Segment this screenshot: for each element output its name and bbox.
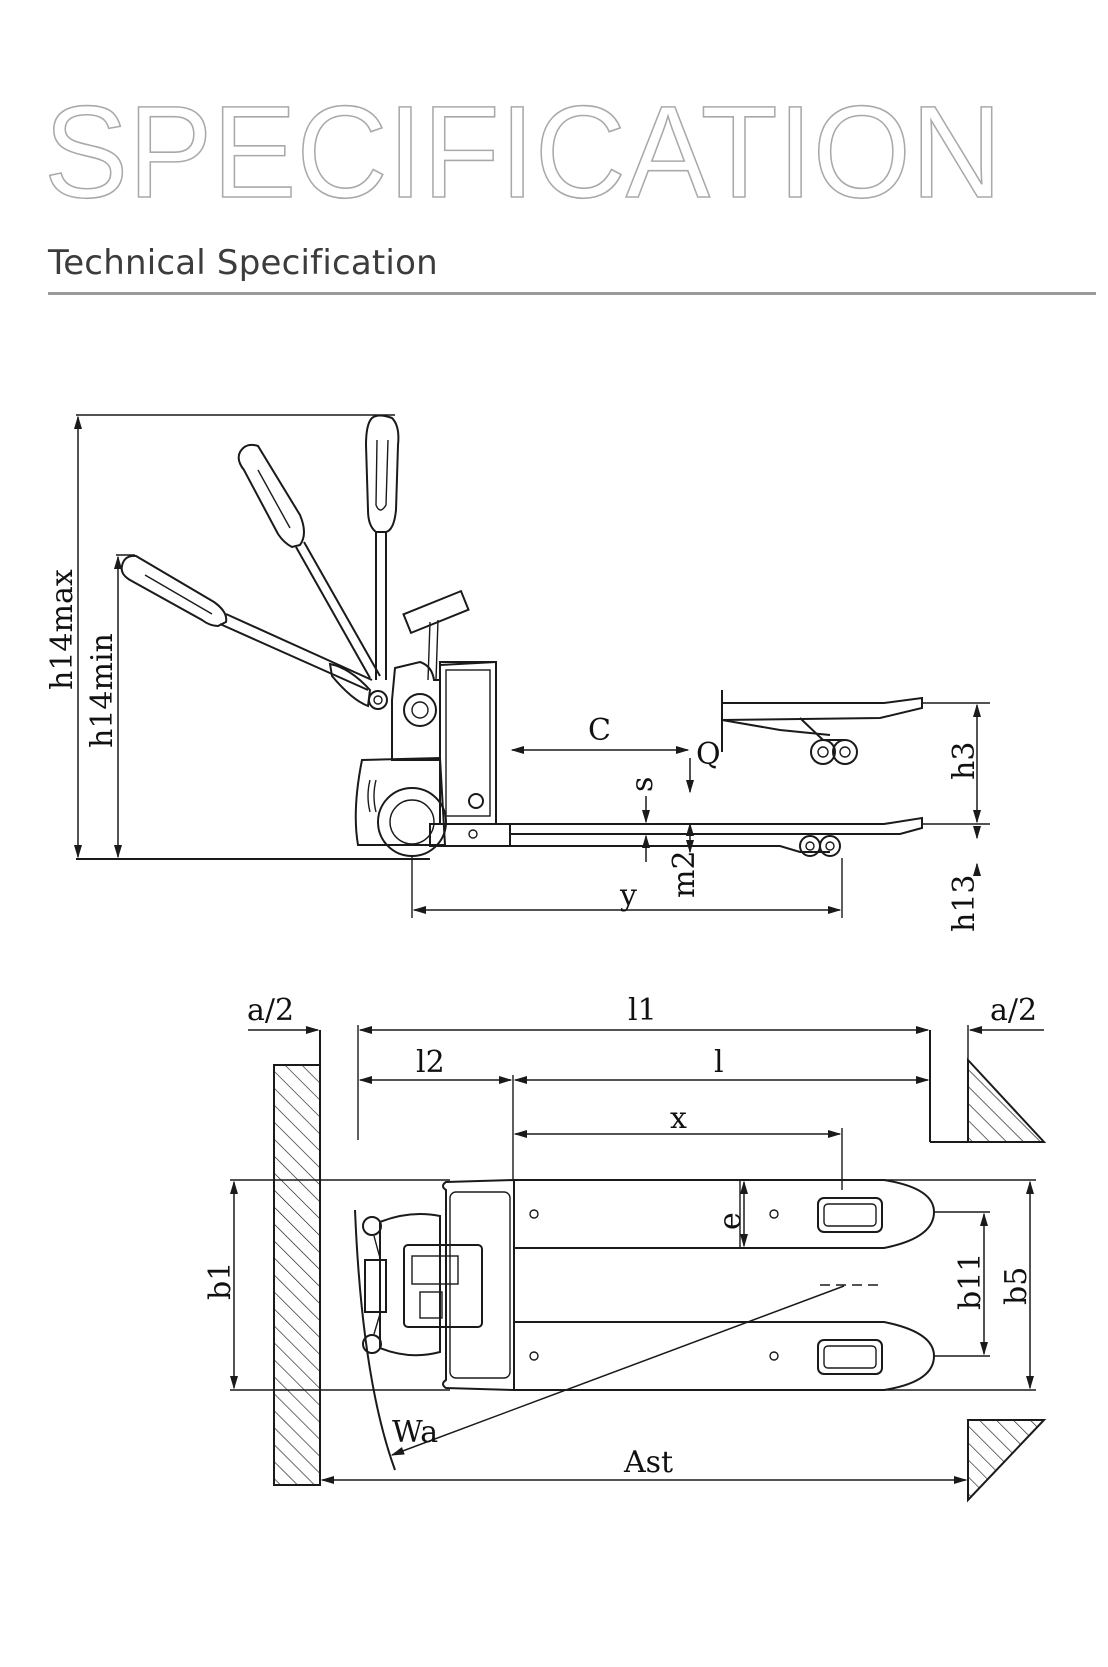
load-roller-upper xyxy=(817,1197,883,1233)
tiller-pivot xyxy=(368,690,388,710)
y-label: y xyxy=(619,878,637,913)
turning-arc xyxy=(354,1209,396,1471)
e-label: e xyxy=(713,1212,748,1230)
a2-right-label: a/2 xyxy=(990,993,1037,1028)
wall-right-bottom xyxy=(967,1419,1047,1503)
q-label: Q xyxy=(696,737,721,772)
hero-title: SPECIFICATION xyxy=(44,86,1003,216)
l2-label: l2 xyxy=(416,1045,445,1080)
tiller-handle-upright xyxy=(364,414,400,680)
l-label: l xyxy=(714,1045,724,1080)
top-view: a/2 l1 a/2 l2 l x xyxy=(203,993,1047,1503)
truck-head-top xyxy=(362,1178,515,1392)
tiller-handle-middle xyxy=(237,443,381,679)
tiller-grip-top xyxy=(364,1259,387,1313)
a2-left-label: a/2 xyxy=(247,993,294,1028)
l1-label: l1 xyxy=(628,993,657,1028)
h14max-label: h14max xyxy=(45,569,80,690)
fork-top-lower xyxy=(513,1321,936,1391)
load-roller-raised xyxy=(810,739,836,765)
b11-label: b11 xyxy=(953,1253,988,1310)
fork-raised xyxy=(721,690,923,765)
display-panel xyxy=(402,589,470,635)
battery-box xyxy=(439,661,497,825)
control-panel xyxy=(403,1244,483,1328)
hero-title-text: SPECIFICATION xyxy=(44,86,1002,216)
chassis xyxy=(429,661,511,847)
wall-right-top xyxy=(929,1030,1047,1143)
s-label: s xyxy=(625,777,660,792)
x-label: x xyxy=(670,1101,687,1136)
section-subtitle: Technical Specification xyxy=(48,243,438,283)
tiller-handle-lowered xyxy=(120,554,373,708)
h13-label: h13 xyxy=(947,875,982,933)
section-divider xyxy=(48,292,1096,295)
wa-label: Wa xyxy=(392,1415,438,1450)
turning-radius-line xyxy=(390,1285,845,1456)
fork-lowered xyxy=(509,816,923,857)
m2-label: m2 xyxy=(667,850,702,898)
c-label: C xyxy=(588,713,611,748)
ast-label: Ast xyxy=(623,1445,673,1480)
load-roller-lower xyxy=(817,1339,883,1375)
wall-left xyxy=(273,1064,321,1486)
h14min-label: h14min xyxy=(85,633,120,748)
b1-label: b1 xyxy=(203,1262,238,1300)
h3-label: h3 xyxy=(947,742,982,780)
b5-label: b5 xyxy=(999,1267,1034,1305)
side-view: h14max h14min xyxy=(45,414,990,933)
